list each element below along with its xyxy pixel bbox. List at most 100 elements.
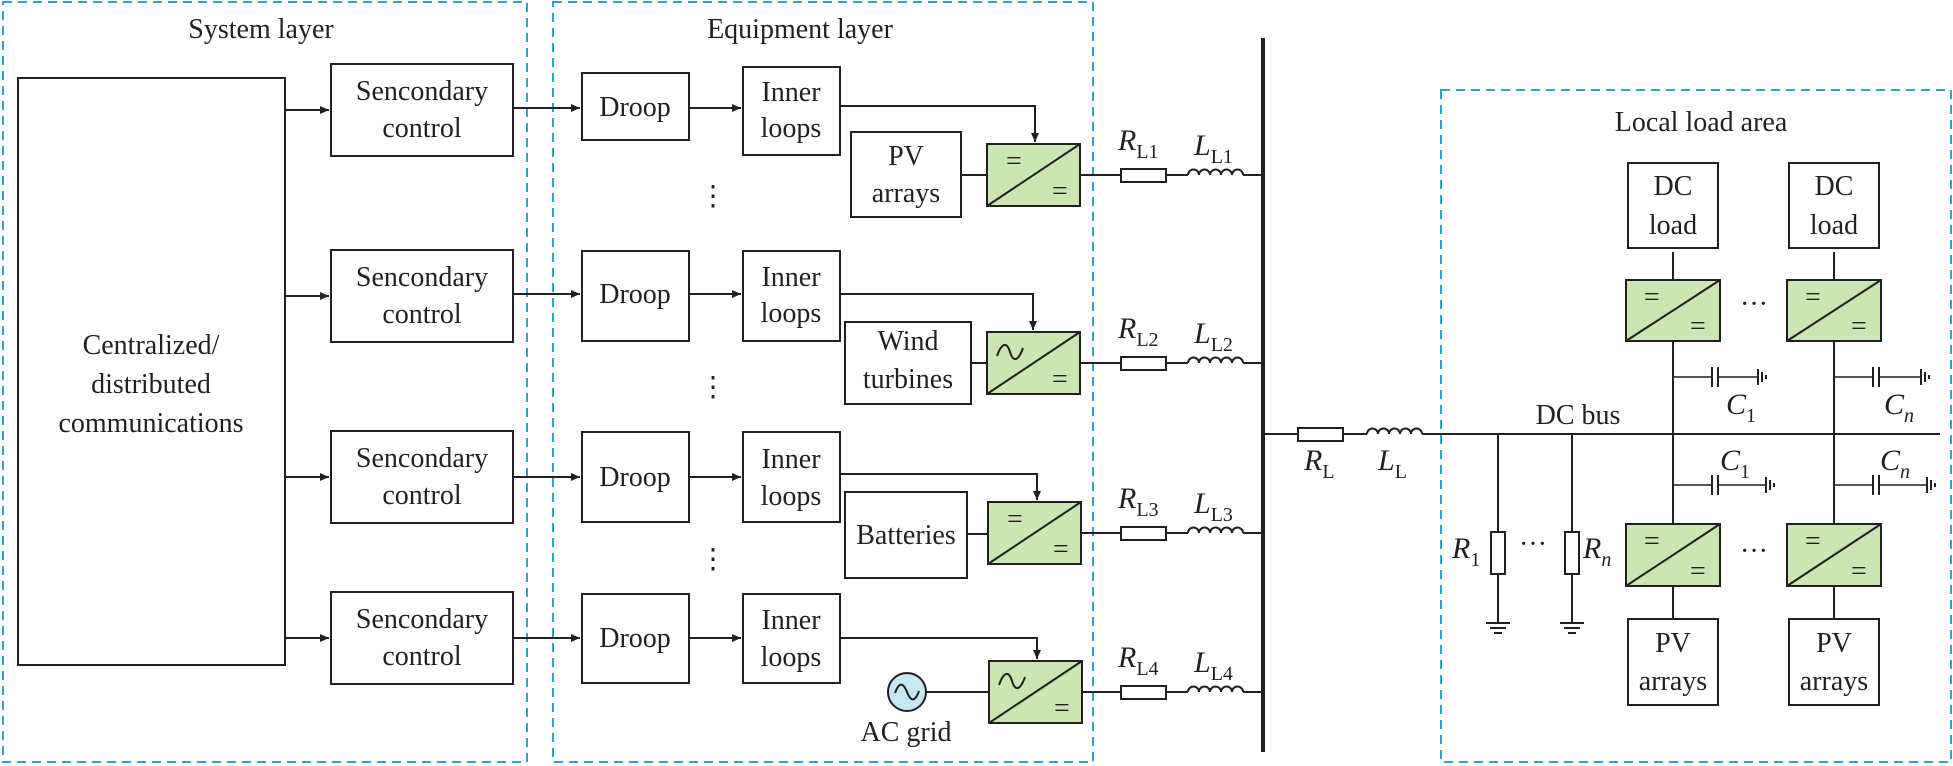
secondary-label-2: control	[382, 113, 462, 144]
secondary-label-2: control	[382, 480, 462, 511]
pv-arrays-block	[1627, 618, 1719, 706]
svg-text:=: =	[1644, 282, 1660, 313]
pv-label-2: arrays	[1800, 666, 1868, 697]
arrow-inner-to-converter	[840, 473, 1041, 500]
secondary-label-1: Sencondary	[356, 443, 488, 474]
dc-dc-converter: = =	[1625, 279, 1721, 342]
pv-label-1: PV	[1816, 628, 1852, 659]
ac-dc-converter: =	[988, 660, 1083, 724]
svg-text:=: =	[1052, 176, 1068, 207]
line-resistor	[1120, 526, 1167, 541]
secondary-label-2: control	[382, 299, 462, 330]
inner-label-1: Inner	[761, 262, 821, 293]
inner-label-2: loops	[761, 481, 822, 512]
dc-load-label-2: load	[1649, 210, 1697, 241]
inner-label-2: loops	[761, 298, 822, 329]
horizontal-ellipsis: ···	[1740, 289, 1768, 320]
system-layer-title: System layer	[188, 14, 334, 45]
secondary-control-block	[330, 430, 514, 524]
inner-label-1: Inner	[761, 444, 821, 475]
tie-resistor	[1297, 427, 1344, 442]
dc-dc-converter: = =	[986, 143, 1081, 207]
dc-load-block	[1627, 162, 1719, 249]
ac-grid-source-icon	[887, 672, 927, 712]
line-inductor	[1187, 168, 1244, 176]
equipment-layer-title: Equipment layer	[707, 14, 894, 45]
tie-inductor	[1366, 427, 1423, 435]
line-inductor	[1187, 526, 1244, 534]
r-label: RL3	[1117, 482, 1159, 521]
arrow-inner-to-converter	[840, 293, 1037, 330]
line-resistor	[1120, 168, 1167, 183]
comm-label-2: distributed	[91, 369, 211, 400]
pv-label-2: arrays	[1639, 666, 1707, 697]
c1-label: C1	[1720, 444, 1750, 483]
capacitor-upper-1: C1	[1673, 367, 1767, 427]
dc-dc-converter: = =	[1786, 279, 1882, 342]
svg-text:=: =	[1054, 693, 1070, 724]
dc-dc-converter: = =	[1625, 523, 1721, 587]
inner-label-1: Inner	[761, 77, 821, 108]
secondary-label-1: Sencondary	[356, 76, 488, 107]
tie-line: RL LL	[1263, 427, 1940, 483]
pv-arrays-block	[850, 131, 962, 218]
ground-icon	[1765, 477, 1775, 493]
vertical-ellipsis: ⋮	[699, 372, 727, 403]
capacitor-upper-n: Cn	[1834, 367, 1930, 427]
pv-arrays-block	[1788, 618, 1880, 706]
ground-icon	[1920, 369, 1930, 385]
inner-loops-block	[742, 431, 841, 523]
wind-turbines-block	[844, 321, 972, 405]
svg-text:=: =	[1690, 556, 1706, 587]
rn-label: Rn	[1582, 532, 1611, 571]
cn-label: Cn	[1884, 388, 1914, 427]
line-inductor	[1187, 685, 1244, 693]
ground-icon	[1560, 622, 1584, 634]
droop-label: Droop	[599, 623, 671, 654]
inner-label-2: loops	[761, 642, 822, 673]
droop-block	[581, 431, 690, 523]
dc-load-label-2: load	[1810, 210, 1858, 241]
local-load-area-title: Local load area	[1615, 107, 1788, 138]
r-label: RL1	[1117, 124, 1159, 163]
svg-text:=: =	[1644, 526, 1660, 557]
resistive-load-1: R1	[1451, 434, 1510, 634]
r-label: RL2	[1117, 312, 1159, 351]
l-label: LL2	[1193, 317, 1233, 356]
svg-text:=: =	[1007, 504, 1023, 535]
ac-dc-converter: =	[986, 331, 1081, 395]
dc-load-block	[1788, 162, 1880, 249]
control-chain-row-1: Sencondary control Droop Inner loops PV …	[285, 63, 1263, 218]
vertical-ellipsis: ⋮	[699, 544, 727, 575]
dc-bus-label: DC bus	[1536, 400, 1621, 431]
dc-load-label-1: DC	[1815, 171, 1854, 202]
inner-loops-block	[742, 66, 841, 156]
svg-text:=: =	[1690, 311, 1706, 342]
capacitor-lower-n: Cn	[1834, 444, 1936, 495]
svg-text:=: =	[1805, 282, 1821, 313]
arrow-inner-to-converter	[840, 637, 1041, 659]
horizontal-ellipsis: ···	[1519, 529, 1547, 560]
tie-l-label: LL	[1377, 444, 1407, 483]
wind-label-2: turbines	[863, 364, 953, 395]
dc-dc-converter: = =	[1786, 523, 1882, 587]
droop-label: Droop	[599, 279, 671, 310]
svg-text:=: =	[1052, 364, 1068, 395]
local-load-area-frame	[1440, 89, 1952, 763]
comm-label-1: Centralized/	[83, 330, 220, 361]
control-chain-row-2: Sencondary control Droop Inner loops Win…	[285, 249, 1263, 405]
tie-r-label: RL	[1303, 444, 1335, 483]
r1-label: R1	[1451, 532, 1480, 571]
control-chain-row-4: Sencondary control Droop Inner loops AC …	[285, 591, 1263, 748]
vertical-ellipsis: ⋮	[699, 181, 727, 212]
ground-icon	[1757, 369, 1767, 385]
secondary-label-1: Sencondary	[356, 604, 488, 635]
batteries-block	[844, 491, 968, 579]
droop-block	[581, 72, 690, 141]
inner-loops-block	[742, 250, 841, 342]
svg-text:=: =	[1006, 146, 1022, 177]
droop-label: Droop	[599, 462, 671, 493]
secondary-label-1: Sencondary	[356, 262, 488, 293]
l-label: LL4	[1193, 646, 1233, 685]
inner-loops-block	[742, 593, 841, 684]
